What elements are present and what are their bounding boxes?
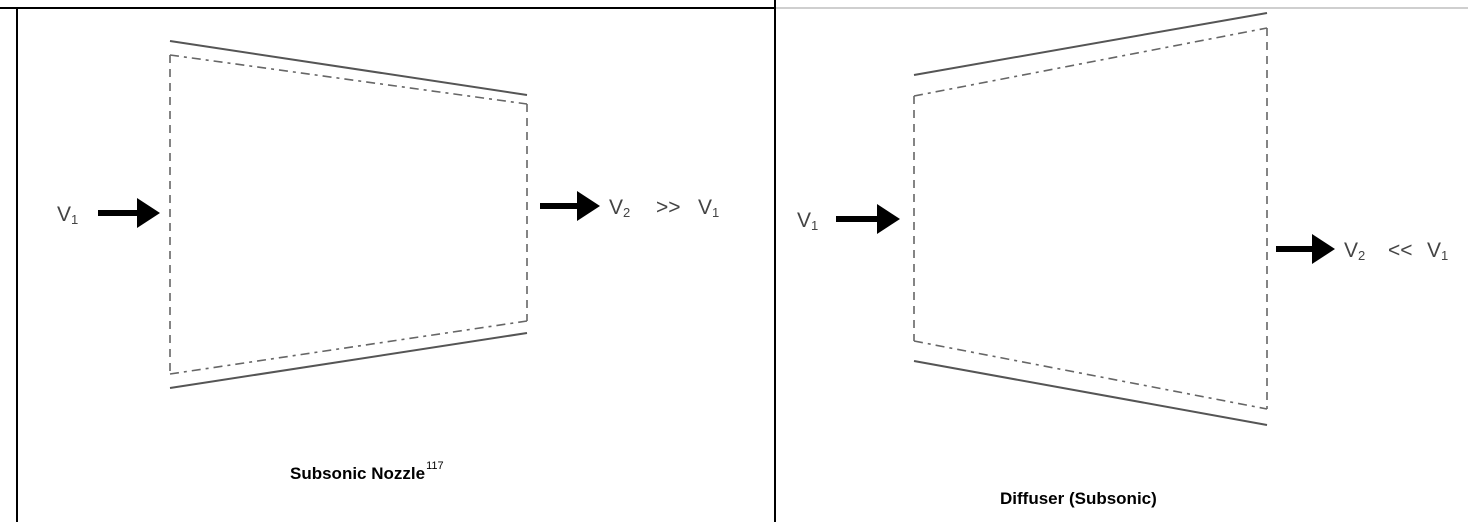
nozzle-caption: Subsonic Nozzle117 xyxy=(290,460,444,484)
nozzle-inlet-arrow xyxy=(98,198,160,228)
diffuser-relation: << xyxy=(1388,239,1413,262)
diffuser-inlet-arrow xyxy=(836,204,900,234)
nozzle-outlet-arrow xyxy=(540,191,600,221)
nozzle-bottom-wall xyxy=(169,332,528,389)
table-border-top-left xyxy=(0,7,775,9)
diffuser-cv-bottom xyxy=(913,340,1268,410)
diffuser-outlet-arrow xyxy=(1276,234,1335,264)
table-border-left xyxy=(16,7,18,522)
nozzle-footnote: 117 xyxy=(426,460,444,472)
nozzle-compare-label: V1 xyxy=(698,196,719,220)
nozzle-relation: >> xyxy=(656,196,681,219)
nozzle-cv-bottom xyxy=(169,320,528,375)
nozzle-cv-top xyxy=(169,54,528,105)
diffuser-cell: V1 V2 << V1 Diffuser (Subsonic) xyxy=(776,0,1468,522)
nozzle-cell: V1 V2 >> V1 Subsonic Nozzle117 xyxy=(57,40,719,484)
diffuser-top-wall xyxy=(913,12,1268,76)
table-border-top-right xyxy=(776,7,1468,9)
diffuser-outlet-label: V2 xyxy=(1344,239,1365,263)
nozzle-diagram: V1 V2 >> V1 xyxy=(57,40,719,389)
diffuser-diagram: V1 V2 << V1 xyxy=(797,12,1448,426)
nozzle-caption-text: Subsonic Nozzle xyxy=(290,464,426,483)
nozzle-inlet-label: V1 xyxy=(57,203,78,227)
nozzle-top-wall xyxy=(169,40,528,96)
diffuser-cv-top xyxy=(913,27,1268,97)
diffuser-caption: Diffuser (Subsonic) xyxy=(1000,489,1157,508)
diffuser-compare-label: V1 xyxy=(1427,239,1448,263)
diffuser-bottom-wall xyxy=(913,360,1268,426)
table-border-middle xyxy=(774,0,776,522)
nozzle-outlet-label: V2 xyxy=(609,196,630,220)
diffuser-inlet-label: V1 xyxy=(797,209,818,233)
